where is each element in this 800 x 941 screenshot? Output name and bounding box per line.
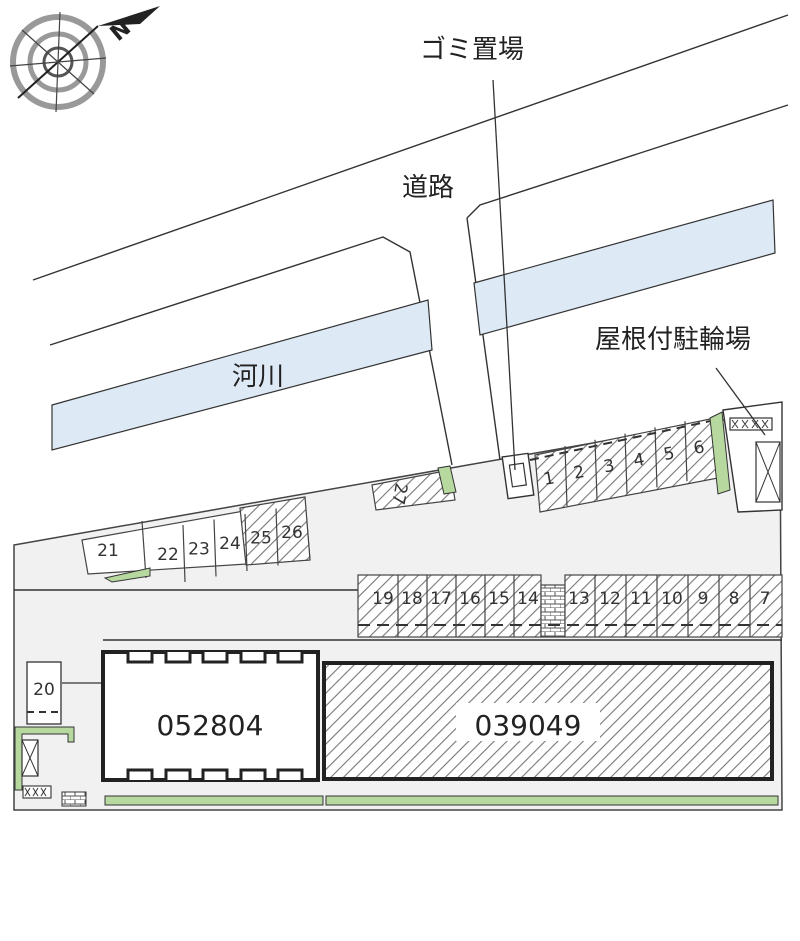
parking-divider	[624, 433, 628, 494]
building-left-label: 052804	[157, 709, 264, 742]
parking-slot-label: 26	[281, 523, 303, 543]
parking-slot-label: 18	[401, 589, 423, 609]
garbage-area-label: ゴミ置場	[420, 35, 524, 65]
parking-slot-label: 2	[572, 462, 586, 484]
parking-divider	[182, 524, 186, 583]
parking-slot-label: 15	[488, 589, 510, 609]
river	[51, 199, 776, 451]
hedge	[104, 795, 779, 806]
parking-divider	[141, 520, 147, 579]
parking-slot-label: 6	[692, 437, 706, 459]
lot-walls	[14, 589, 782, 641]
road-label: 道路	[402, 173, 454, 203]
building-right-label: 039049	[475, 709, 582, 742]
parking-divider	[594, 439, 598, 500]
building-right: 039049	[322, 661, 774, 781]
parking-slot-label: 10	[661, 589, 683, 609]
parking-divider	[244, 513, 248, 572]
parking-slot-label: 13	[568, 589, 590, 609]
parking-slot-label: 9	[698, 589, 709, 609]
parking-left-row: 21 22 23 24 25 26	[81, 496, 311, 583]
road	[32, 14, 789, 466]
parking-slot-label: 11	[630, 589, 652, 609]
parking-slot-label: 14	[517, 589, 539, 609]
parking-divider	[213, 519, 217, 577]
parking-slot-label: 20	[33, 680, 55, 700]
covered-bicycle-parking	[709, 367, 783, 513]
parking-slot-label: 5	[662, 443, 676, 465]
parking-slot-label: 4	[632, 450, 646, 472]
parking-divider	[275, 508, 279, 566]
parking-slot-label: 24	[219, 534, 241, 554]
parking-slot-label: 21	[97, 541, 119, 561]
parking-20: 20	[14, 661, 102, 807]
parking-slot-label: 1	[542, 468, 556, 490]
parking-slot-label: 22	[157, 545, 179, 565]
parking-slot-label: 25	[250, 529, 272, 549]
parking-divider	[654, 427, 658, 488]
parking-27: 27	[371, 465, 457, 511]
parking-divider	[684, 421, 688, 482]
parking-slot-label: 12	[599, 589, 621, 609]
river-label: 河川	[232, 362, 284, 392]
parking-slot-label: 16	[459, 589, 481, 609]
parking-slot-label: 8	[729, 589, 740, 609]
parking-slot-label: 17	[430, 589, 452, 609]
parking-slot-label: 19	[372, 589, 394, 609]
parking-middle-row: 789 10 11 12 13 14 15 16 17 18 19	[357, 574, 783, 638]
garbage-area	[492, 79, 535, 500]
parking-divider	[564, 445, 568, 507]
building-left: 052804	[101, 650, 320, 782]
parking-slot-label: 23	[188, 540, 210, 560]
bicycle-parking-label: 屋根付駐輪場	[595, 325, 751, 355]
parking-slot-label: 3	[602, 456, 616, 478]
compass-icon: N	[9, 6, 160, 113]
parking-slot-label: 7	[760, 589, 771, 609]
parking-slot-label: 27	[387, 481, 410, 506]
